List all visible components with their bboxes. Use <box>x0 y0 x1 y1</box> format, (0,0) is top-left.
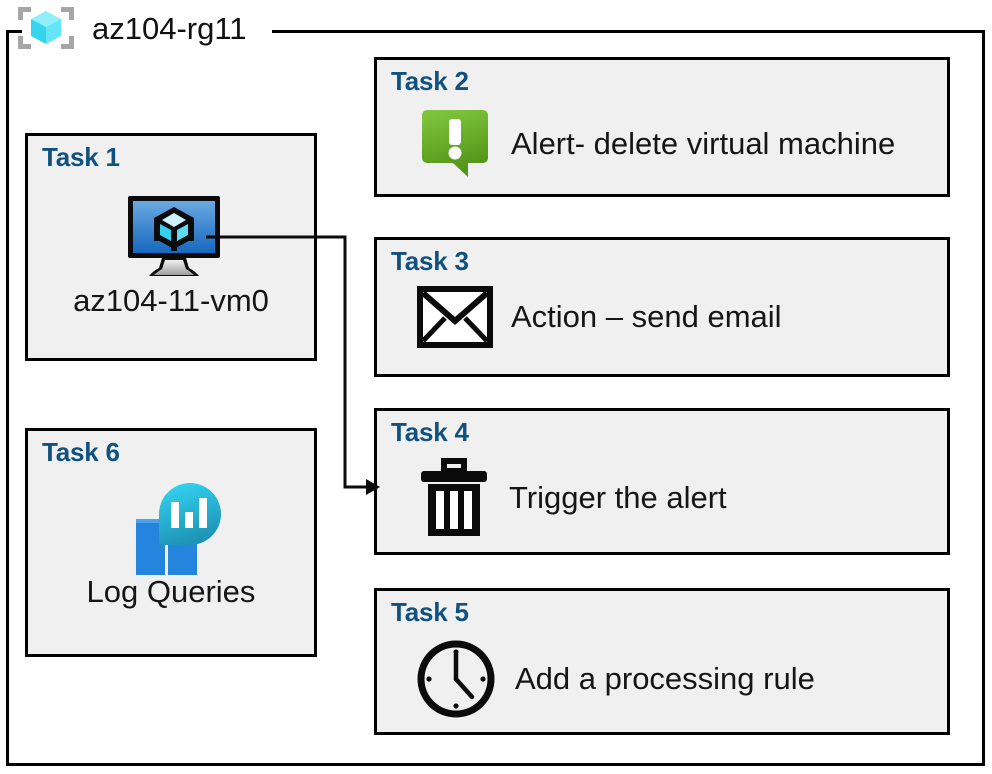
resource-group-cube-icon <box>14 5 78 51</box>
log-analytics-icon <box>128 479 232 575</box>
task-4-label: Task 4 <box>391 417 469 447</box>
task-card-3[interactable]: Task 3 Action – send email <box>374 237 950 377</box>
resource-group-label: az104-rg11 <box>14 2 247 54</box>
task-card-2[interactable]: Task 2 Alert- delete virtual machine <box>374 57 950 197</box>
clock-icon <box>415 638 497 720</box>
task-6-caption: Log Queries <box>86 574 256 609</box>
resource-group-container <box>6 30 985 766</box>
task-4-text: Trigger the alert <box>509 479 727 515</box>
trash-can-icon <box>417 458 491 538</box>
resource-group-name: az104-rg11 <box>92 10 247 46</box>
task-1-label: Task 1 <box>42 142 120 172</box>
task-3-body: Action – send email <box>417 286 782 348</box>
task-3-text: Action – send email <box>511 298 782 334</box>
virtual-machine-icon <box>124 194 224 280</box>
alert-exclamation-icon <box>417 106 493 182</box>
task-1-caption: az104-11-vm0 <box>73 283 269 318</box>
task-card-5[interactable]: Task 5 Add a processing rule <box>374 588 950 735</box>
task-5-body: Add a processing rule <box>415 638 815 720</box>
task-card-4[interactable]: Task 4 Trigger the alert <box>374 408 950 555</box>
task-card-1[interactable]: Task 1 <box>25 133 317 361</box>
task-5-text: Add a processing rule <box>515 660 815 696</box>
task-2-body: Alert- delete virtual machine <box>417 106 895 182</box>
envelope-icon <box>417 286 493 348</box>
task-2-text: Alert- delete virtual machine <box>511 125 896 161</box>
task-6-label: Task 6 <box>42 437 120 467</box>
task-2-label: Task 2 <box>391 66 469 96</box>
task-4-body: Trigger the alert <box>417 458 727 538</box>
task-3-label: Task 3 <box>391 246 469 276</box>
resource-group-border-top-right <box>272 30 985 33</box>
task-5-label: Task 5 <box>391 597 469 627</box>
task-card-6[interactable]: Task 6 Log Queries <box>25 428 317 657</box>
resource-group-border-top-left <box>6 30 22 33</box>
